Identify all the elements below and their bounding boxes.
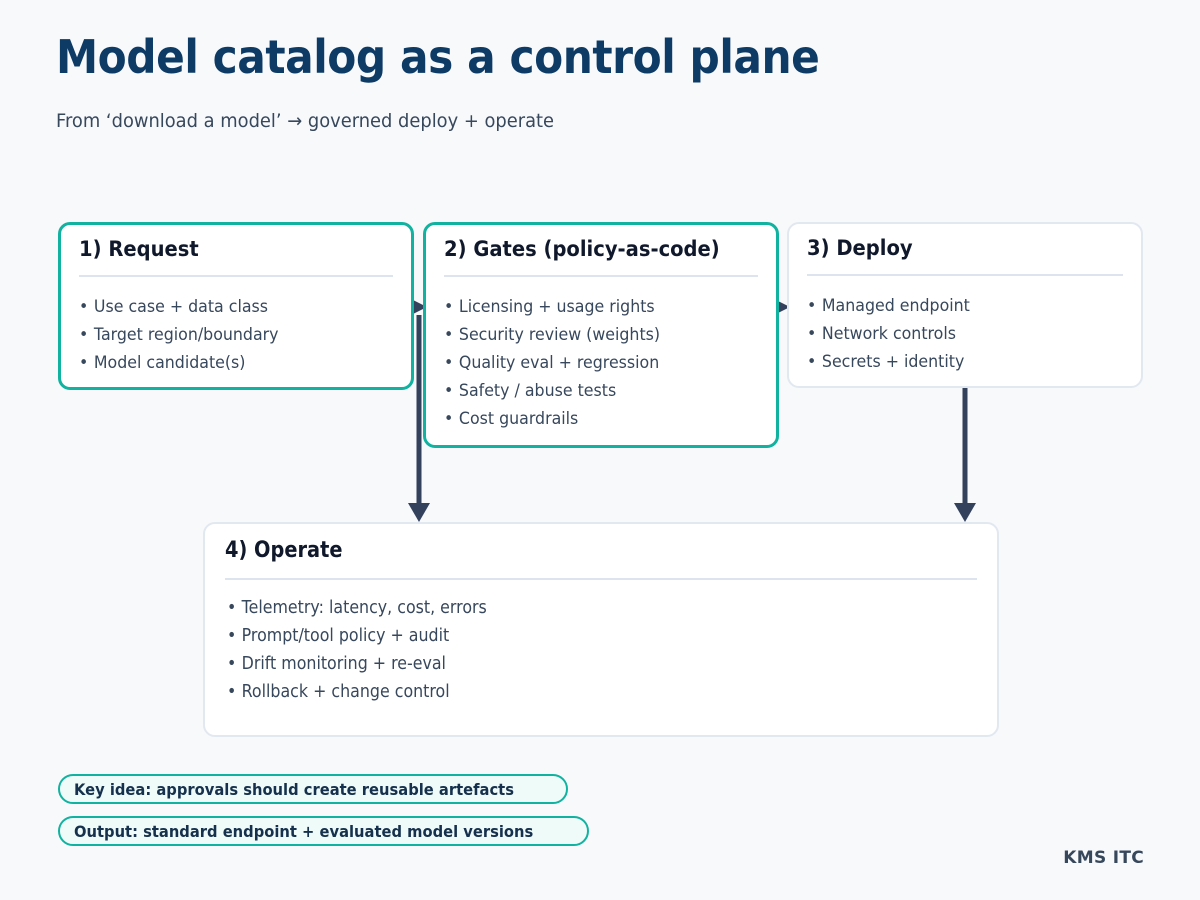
arrow-gates-to-operate: [408, 315, 430, 522]
arrow-deploy-to-operate: [954, 385, 976, 522]
list-item: •Rollback + change control: [227, 681, 450, 702]
list-item: •Network controls: [807, 324, 956, 344]
stage-list-request: •Use case + data class •Target region/bo…: [79, 293, 401, 377]
stage-list-operate: •Telemetry: latency, cost, errors •Promp…: [227, 594, 987, 706]
stage-box-deploy[interactable]: 3) Deploy •Managed endpoint •Network con…: [787, 222, 1143, 388]
bullet-icon: •: [444, 409, 454, 429]
stage-list-deploy: •Managed endpoint •Network controls •Sec…: [807, 292, 1131, 376]
list-item: •Telemetry: latency, cost, errors: [227, 597, 487, 618]
stage-list-gates: •Licensing + usage rights •Security revi…: [444, 293, 766, 433]
bullet-icon: •: [807, 352, 817, 372]
list-item: •Secrets + identity: [807, 352, 965, 372]
stage-box-operate[interactable]: 4) Operate •Telemetry: latency, cost, er…: [203, 522, 999, 737]
page-subtitle: From ‘download a model’ → governed deplo…: [56, 110, 555, 132]
stage-divider: [225, 578, 977, 580]
stage-divider: [444, 275, 758, 277]
bullet-icon: •: [79, 353, 89, 373]
stage-box-request[interactable]: 1) Request •Use case + data class •Targe…: [58, 222, 414, 390]
list-item: •Use case + data class: [79, 297, 269, 317]
bullet-icon: •: [79, 325, 89, 345]
callout-key-idea[interactable]: Key idea: approvals should create reusab…: [58, 774, 569, 804]
list-item: •Model candidate(s): [79, 353, 246, 373]
bullet-icon: •: [444, 325, 454, 345]
stage-title-request: 1) Request: [79, 237, 199, 261]
list-item: •Licensing + usage rights: [444, 297, 655, 317]
list-item: •Quality eval + regression: [444, 353, 660, 373]
stage-box-gates[interactable]: 2) Gates (policy-as-code) •Licensing + u…: [423, 222, 779, 448]
bullet-icon: •: [227, 597, 237, 618]
bullet-icon: •: [444, 381, 454, 401]
list-item: •Drift monitoring + re-eval: [227, 653, 446, 674]
bullet-icon: •: [807, 296, 817, 316]
stage-divider: [807, 274, 1123, 276]
list-item: •Safety / abuse tests: [444, 381, 617, 401]
stage-title-deploy: 3) Deploy: [807, 236, 913, 260]
bullet-icon: •: [227, 653, 237, 674]
stage-title-operate: 4) Operate: [225, 538, 343, 563]
stage-divider: [79, 275, 393, 277]
bullet-icon: •: [79, 297, 89, 317]
list-item: •Managed endpoint: [807, 296, 970, 316]
list-item: •Security review (weights): [444, 325, 661, 345]
callout-key-idea-label: Key idea: approvals should create reusab…: [74, 779, 514, 799]
callout-output-label: Output: standard endpoint + evaluated mo…: [74, 821, 534, 841]
bullet-icon: •: [227, 681, 237, 702]
bullet-icon: •: [444, 353, 454, 373]
callout-output[interactable]: Output: standard endpoint + evaluated mo…: [58, 816, 590, 846]
stage-title-gates: 2) Gates (policy-as-code): [444, 237, 720, 261]
bullet-icon: •: [807, 324, 817, 344]
list-item: •Target region/boundary: [79, 325, 279, 345]
footer-brand: KMS ITC: [1063, 848, 1144, 868]
list-item: •Prompt/tool policy + audit: [227, 625, 450, 646]
list-item: •Cost guardrails: [444, 409, 579, 429]
bullet-icon: •: [227, 625, 237, 646]
page-title: Model catalog as a control plane: [56, 30, 820, 84]
bullet-icon: •: [444, 297, 454, 317]
